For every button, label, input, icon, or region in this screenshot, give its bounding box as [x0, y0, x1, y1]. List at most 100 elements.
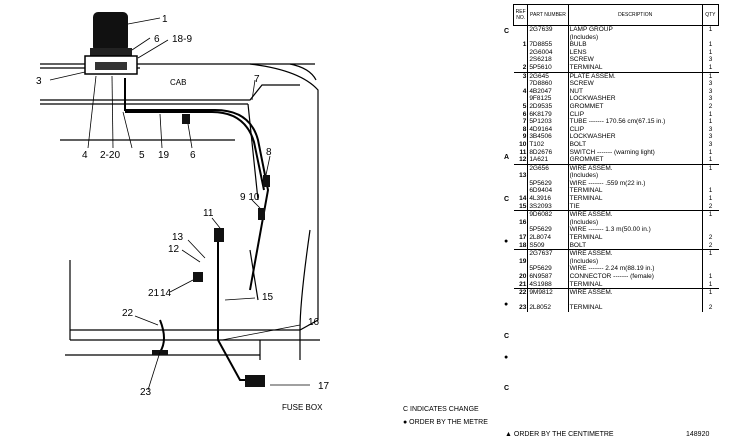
cell-part: T102 [527, 140, 569, 149]
cell-desc: WIRE ASSEM. [568, 288, 703, 297]
cell-desc: TIE [568, 202, 703, 211]
callout: 8 [266, 147, 272, 158]
cell-qty: 1 [708, 63, 713, 71]
cell-desc: TERMINAL [568, 234, 703, 242]
cell-desc: BOLT [568, 140, 703, 149]
callout: 6 [190, 150, 196, 161]
table-row: 13(Includes) [513, 172, 719, 180]
cell-qty: 1 [702, 249, 719, 258]
cell-qty: 1 [708, 118, 713, 126]
cell-desc: TERMINAL [568, 280, 703, 289]
callout: 6 [154, 34, 160, 45]
cell-desc: GROMMET [568, 156, 703, 165]
cell-part: 2S6218 [527, 56, 569, 64]
cell-part: 4L3916 [527, 195, 569, 203]
callout: 14 [160, 288, 172, 299]
cell-desc: LENS [568, 48, 703, 57]
cell-qty: 2 [708, 234, 713, 242]
cell-qty [702, 34, 718, 42]
cell-ref: 1 [513, 41, 529, 49]
cell-qty: 3 [708, 87, 713, 95]
cell-qty: 1 [702, 71, 719, 81]
cell-part: 7D8855 [527, 41, 569, 49]
cell-desc: WIRE ------- 1.3 m(50.00 in.) [568, 226, 703, 235]
header-ref: REF NO. [512, 4, 529, 26]
cell-part: 5P5629 [527, 265, 569, 273]
cell-desc: TERMINAL [568, 187, 703, 196]
callout-labels: 1 6 18-9 3 7 CAB 4 2-20 5 19 6 8 9 10 11… [36, 14, 330, 412]
header-qty: QTY [701, 4, 720, 26]
cell-part: 4B2047 [527, 87, 569, 96]
table-row: (Includes) [513, 33, 719, 42]
parts-table: REF NO. PART NUMBER DESCRIPTION QTY 2G76… [512, 4, 720, 312]
header-desc: DESCRIPTION [567, 4, 703, 26]
callout: 9 10 [240, 192, 260, 203]
cell-qty: 1 [708, 156, 713, 164]
cell-desc: (Includes) [568, 257, 703, 266]
cell-qty [702, 297, 718, 305]
cell-desc: WIRE ASSEM. [568, 249, 703, 258]
cell-ref: 22 [513, 288, 529, 297]
cell-qty: 1 [708, 195, 713, 203]
cell-ref: 9 [513, 133, 529, 141]
cell-part: 4S1988 [527, 280, 569, 289]
cell-part: 2G7637 [527, 249, 569, 258]
cell-desc: CONNECTOR ------- (female) [568, 273, 703, 281]
cell-desc: TERMINAL [568, 304, 703, 312]
cell-part: 7D8860 [527, 80, 569, 88]
cell-ref: 23 [513, 304, 529, 312]
cell-ref [513, 48, 529, 57]
cell-ref: 5 [513, 102, 529, 111]
cell-desc: LOCKWASHER [568, 133, 703, 141]
cell-desc: (Includes) [568, 172, 703, 180]
cell-part: 5P1203 [527, 118, 569, 126]
cell-qty: 3 [708, 133, 713, 141]
cell-qty: 1 [708, 280, 713, 288]
cell-part [527, 296, 569, 305]
callout: CAB [170, 78, 186, 87]
cell-part: 2L8074 [527, 234, 569, 242]
cell-qty [702, 219, 718, 227]
cell-part: 2L8052 [527, 304, 569, 312]
cell-part: 2G7639 [527, 24, 569, 34]
parts-diagram: 1 6 18-9 3 7 CAB 4 2-20 5 19 6 8 9 10 11… [36, 12, 330, 412]
tube-and-wires [124, 78, 270, 381]
cell-desc: WIRE ASSEM. [568, 210, 703, 219]
cell-ref: 12 [513, 156, 529, 165]
cell-qty: 1 [708, 273, 713, 280]
callout: 13 [172, 232, 184, 243]
cell-part: 6N9587 [527, 273, 569, 281]
cell-desc: PLATE ASSEM. [568, 71, 703, 81]
cell-desc: (Includes) [568, 218, 703, 227]
cell-qty: 1 [702, 24, 719, 34]
cell-ref [513, 80, 529, 88]
cell-part [527, 33, 569, 42]
callout: 15 [262, 292, 274, 303]
cell-part: 9D6082 [527, 210, 569, 219]
callout: 2-20 [100, 150, 120, 161]
cell-desc: LOCKWASHER [568, 95, 703, 103]
cell-desc: GROMMET [568, 102, 703, 111]
cell-desc: TUBE ------- 170.56 cm(67.15 in.) [568, 118, 703, 126]
cell-ref: 20 [513, 273, 529, 281]
cell-part: 3S2093 [527, 202, 569, 211]
row-marker: C [504, 385, 510, 392]
cell-qty: 1 [708, 110, 713, 118]
